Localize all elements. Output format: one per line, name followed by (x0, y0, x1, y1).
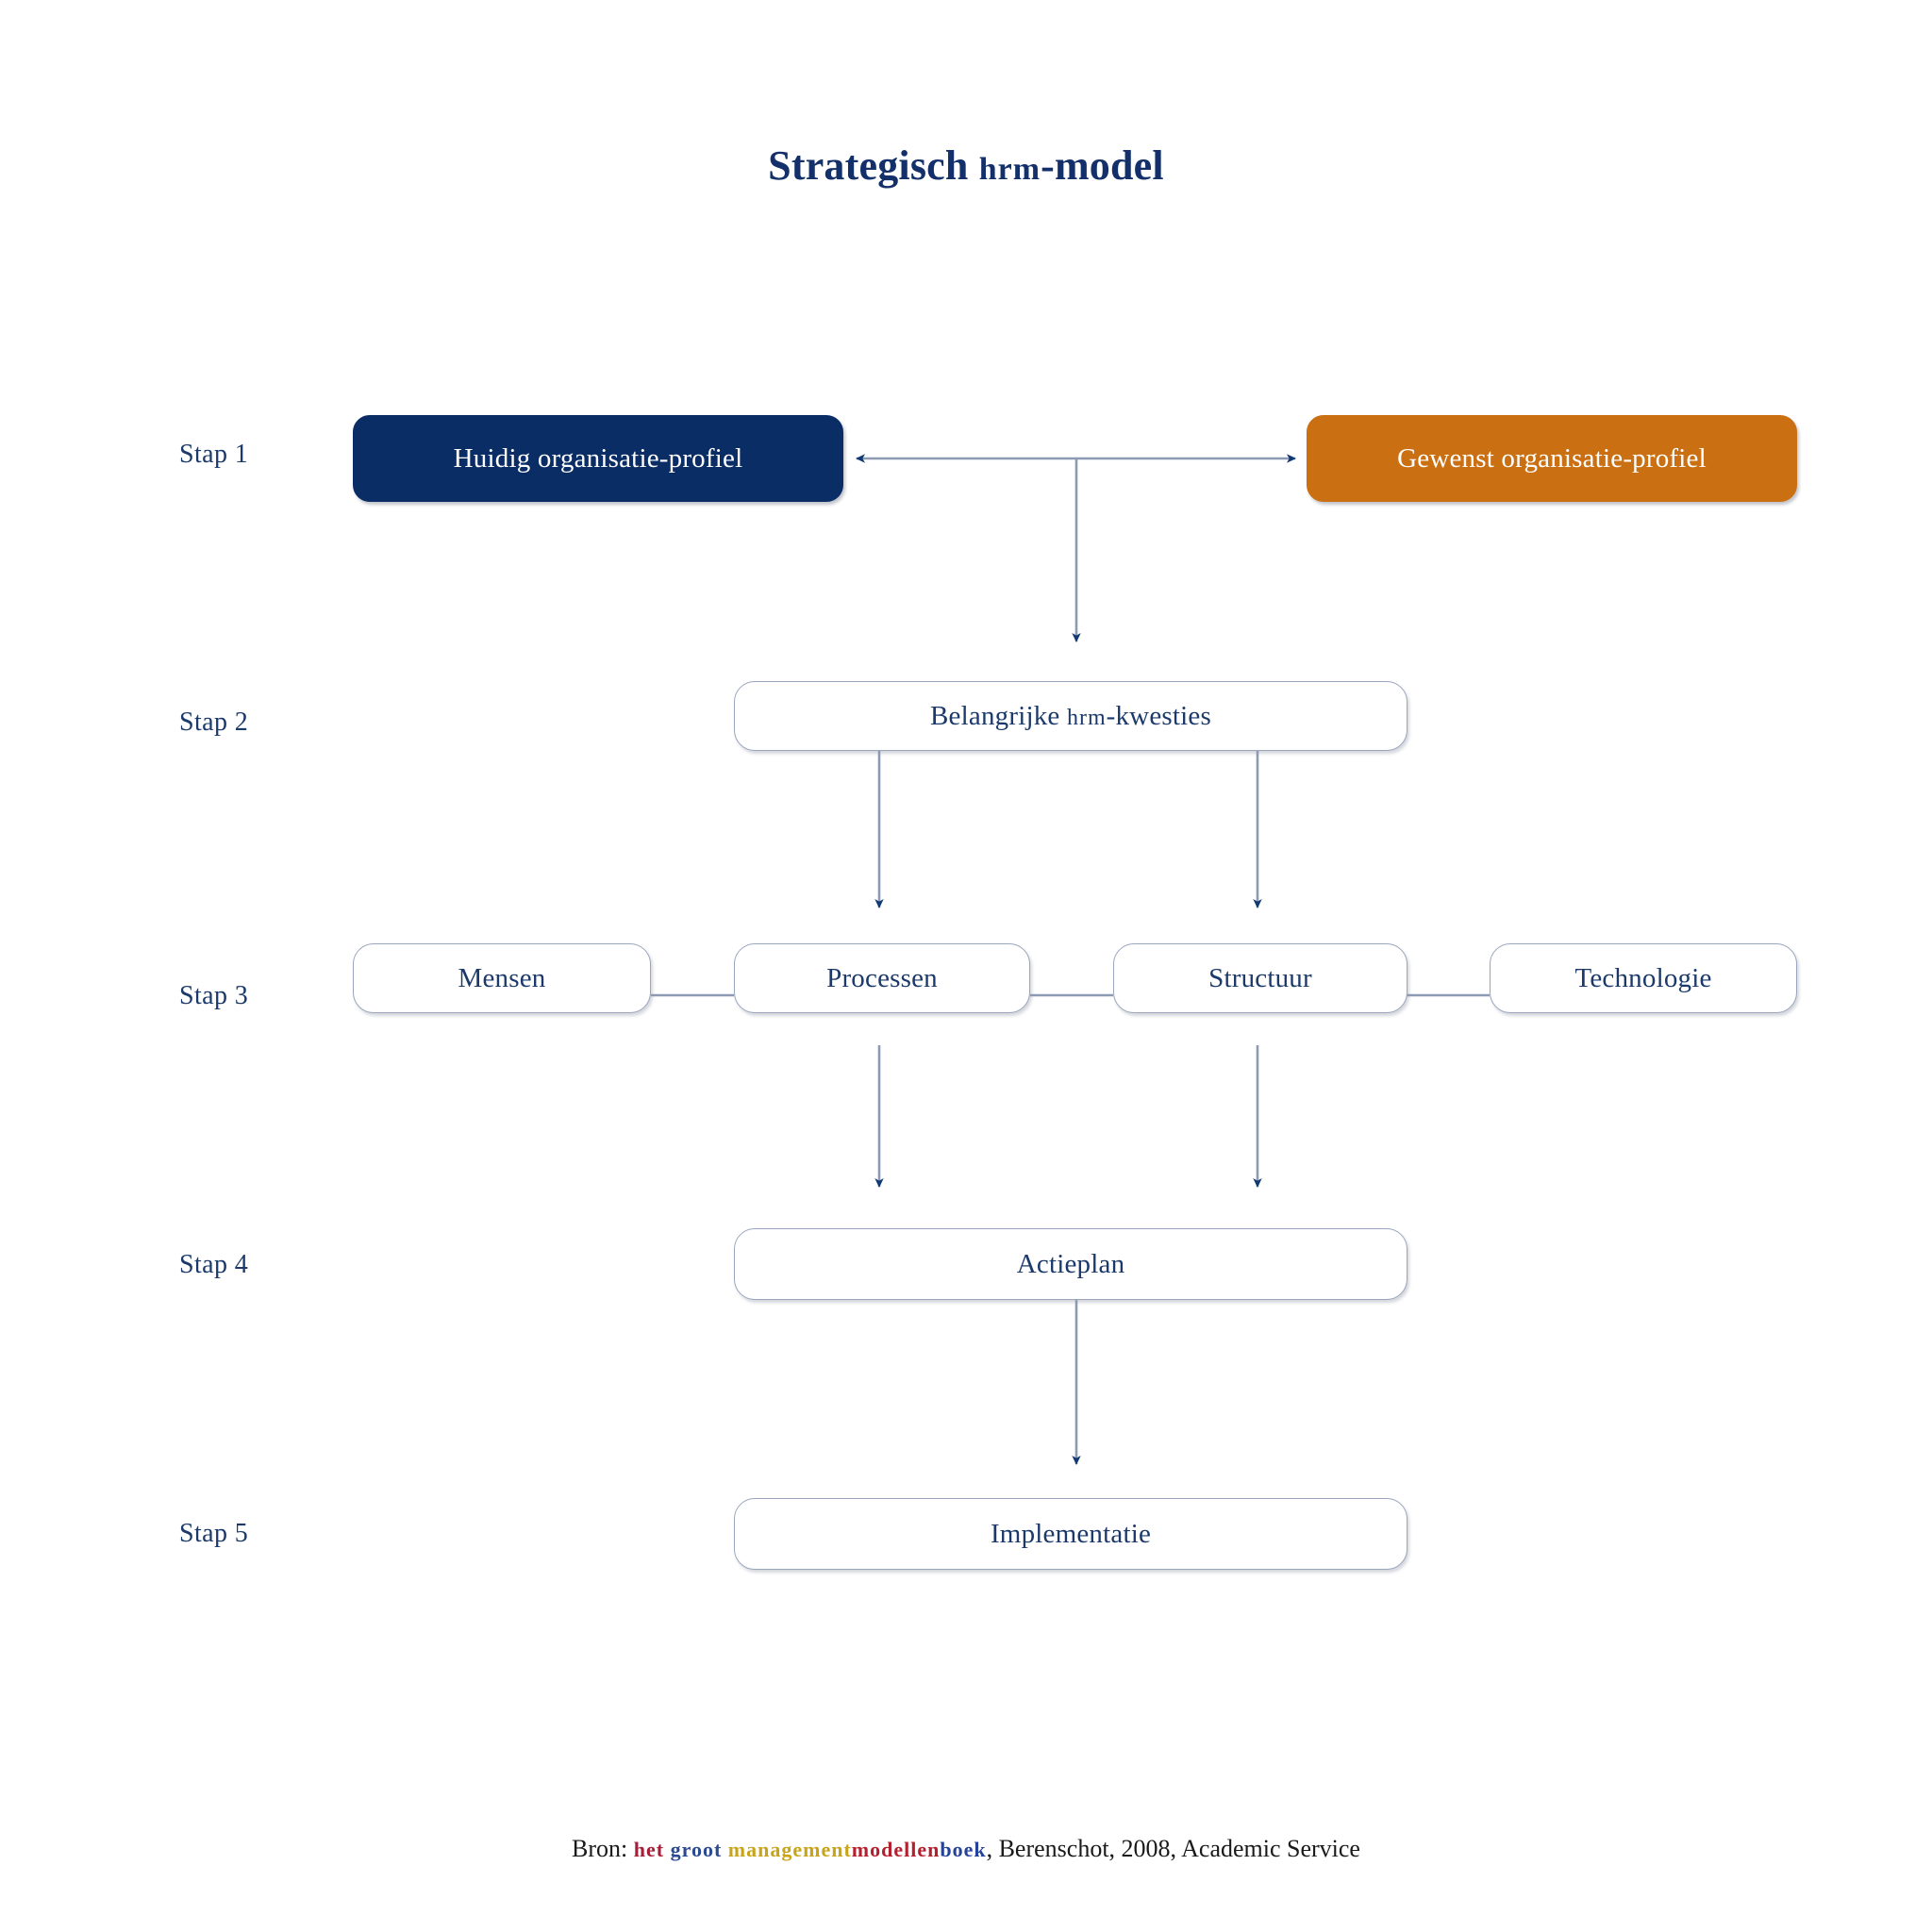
step-label-stap-3: Stap 3 (179, 981, 249, 1010)
box-processen-label: Processen (826, 962, 938, 993)
page-title-after: -model (1041, 142, 1164, 189)
box-implementatie[interactable]: Implementatie (734, 1498, 1407, 1570)
box-technologie-label: Technologie (1574, 962, 1712, 993)
page-title: Strategisch hrm-model (0, 142, 1932, 190)
source-tail: , Berenschot, 2008, Academic Service (986, 1835, 1360, 1862)
box-implementatie-label: Implementatie (990, 1518, 1152, 1549)
step-label-stap-4: Stap 4 (179, 1250, 249, 1279)
box-mensen-label: Mensen (458, 962, 546, 993)
step-label-stap-5: Stap 5 (179, 1519, 249, 1548)
page-title-smallcaps: hrm (978, 152, 1041, 187)
box-huidig-label: Huidig organisatie-profiel (453, 442, 743, 474)
step-label-stap-1: Stap 1 (179, 440, 249, 469)
page-title-before: Strategisch (768, 142, 979, 189)
box-technologie[interactable]: Technologie (1490, 943, 1797, 1013)
source-bron-label: Bron: (572, 1835, 634, 1862)
box-actieplan[interactable]: Actieplan (734, 1228, 1407, 1300)
box-kwesties-smallcaps: hrm (1066, 705, 1107, 730)
box-kwesties-before: Belangrijke (930, 700, 1067, 731)
box-huidig-organisatie-profiel[interactable]: Huidig organisatie-profiel (353, 415, 843, 502)
box-kwesties-after: -kwesties (1106, 700, 1211, 731)
box-kwesties-label: Belangrijke hrm-kwesties (930, 700, 1211, 733)
source-title-het: het (633, 1838, 665, 1861)
box-structuur-label: Structuur (1208, 962, 1312, 993)
box-gewenst-label: Gewenst organisatie-profiel (1397, 442, 1707, 474)
box-belangrijke-hrm-kwesties[interactable]: Belangrijke hrm-kwesties (734, 681, 1407, 751)
box-processen[interactable]: Processen (734, 943, 1030, 1013)
step-label-stap-2: Stap 2 (179, 708, 249, 737)
box-gewenst-organisatie-profiel[interactable]: Gewenst organisatie-profiel (1307, 415, 1797, 502)
source-credit: Bron: het groot managementmodellenboek, … (0, 1835, 1932, 1863)
source-title-boek: boek (940, 1838, 987, 1861)
source-title-modellen: modellen (851, 1838, 941, 1861)
source-title-groot: groot (670, 1838, 723, 1861)
box-actieplan-label: Actieplan (1016, 1248, 1125, 1279)
box-structuur[interactable]: Structuur (1113, 943, 1407, 1013)
box-mensen[interactable]: Mensen (353, 943, 651, 1013)
source-title-management: management (727, 1838, 852, 1861)
